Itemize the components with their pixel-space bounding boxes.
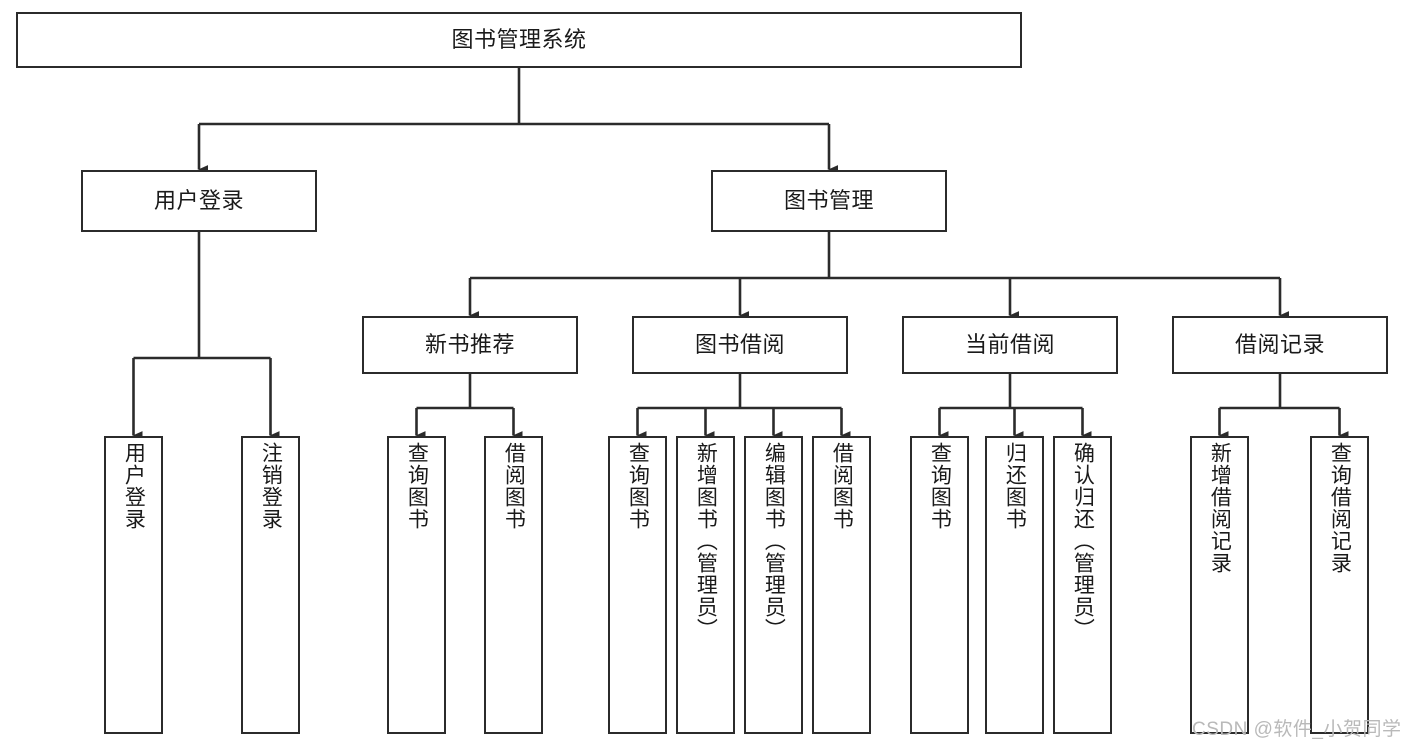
node-label: 当前借阅 bbox=[964, 331, 1055, 357]
node-label: 确认归还（管理员） bbox=[1071, 442, 1095, 640]
node-label: 借阅图书 bbox=[502, 442, 526, 530]
node-label: 图书管理 bbox=[783, 187, 874, 213]
node-label: 查询图书 bbox=[626, 442, 650, 530]
node-label: 借阅图书 bbox=[830, 442, 854, 530]
node-root[interactable]: 图书管理系统 bbox=[16, 12, 1022, 68]
node-l2-book[interactable]: 图书管理 bbox=[711, 170, 947, 232]
node-l4-user-login[interactable]: 用户登录 bbox=[104, 436, 163, 734]
node-label: 注销登录 bbox=[259, 442, 283, 530]
node-l3-current[interactable]: 当前借阅 bbox=[902, 316, 1118, 374]
node-label: 用户登录 bbox=[122, 442, 146, 530]
node-label: 用户登录 bbox=[153, 187, 244, 213]
node-label: 查询图书 bbox=[405, 442, 429, 530]
node-label: 查询借阅记录 bbox=[1328, 442, 1352, 574]
edge-group bbox=[132, 68, 1349, 440]
node-l4-bb-edit[interactable]: 编辑图书（管理员） bbox=[744, 436, 803, 734]
node-l4-bb-add[interactable]: 新增图书（管理员） bbox=[676, 436, 735, 734]
node-label: 新书推荐 bbox=[424, 331, 515, 357]
node-l3-borrow[interactable]: 图书借阅 bbox=[632, 316, 848, 374]
node-label: 编辑图书（管理员） bbox=[762, 442, 786, 640]
node-label: 新增图书（管理员） bbox=[694, 442, 718, 640]
node-l4-cb-return[interactable]: 归还图书 bbox=[985, 436, 1044, 734]
node-l4-bb-borrow[interactable]: 借阅图书 bbox=[812, 436, 871, 734]
node-label: 新增借阅记录 bbox=[1208, 442, 1232, 574]
node-label: 归还图书 bbox=[1003, 442, 1027, 530]
node-label: 查询图书 bbox=[928, 442, 952, 530]
node-l4-user-logout[interactable]: 注销登录 bbox=[241, 436, 300, 734]
node-l4-cb-query[interactable]: 查询图书 bbox=[910, 436, 969, 734]
node-label: 图书管理系统 bbox=[451, 26, 587, 52]
node-l4-cb-confirm[interactable]: 确认归还（管理员） bbox=[1053, 436, 1112, 734]
node-l4-nb-borrow[interactable]: 借阅图书 bbox=[484, 436, 543, 734]
node-l4-rc-query[interactable]: 查询借阅记录 bbox=[1310, 436, 1369, 734]
node-label: 图书借阅 bbox=[694, 331, 785, 357]
node-label: 借阅记录 bbox=[1234, 331, 1325, 357]
node-l2-user[interactable]: 用户登录 bbox=[81, 170, 317, 232]
watermark-text: CSDN @软件_小贺同学 bbox=[1192, 719, 1402, 740]
node-l3-newbook[interactable]: 新书推荐 bbox=[362, 316, 578, 374]
node-l3-record[interactable]: 借阅记录 bbox=[1172, 316, 1388, 374]
node-l4-nb-query[interactable]: 查询图书 bbox=[387, 436, 446, 734]
node-l4-rc-add[interactable]: 新增借阅记录 bbox=[1190, 436, 1249, 734]
node-l4-bb-query[interactable]: 查询图书 bbox=[608, 436, 667, 734]
